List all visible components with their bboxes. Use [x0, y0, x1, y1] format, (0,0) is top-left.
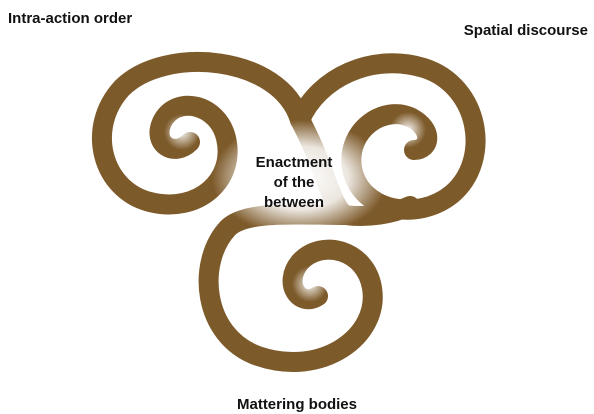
center-label-line-2: of the: [222, 173, 366, 193]
center-label-line-1: Enactment: [222, 153, 366, 173]
glow-eye-bottom: [292, 266, 328, 302]
glow-eye-top-right: [390, 112, 426, 148]
label-spatial-discourse: Spatial discourse: [464, 22, 588, 40]
center-label-line-3: between: [222, 193, 366, 213]
label-enactment-of-the-between: Enactment of the between: [222, 153, 366, 213]
glow-eye-top-left: [164, 114, 200, 150]
label-intra-action-order: Intra-action order: [8, 10, 132, 28]
label-mattering-bodies: Mattering bodies: [0, 396, 594, 414]
